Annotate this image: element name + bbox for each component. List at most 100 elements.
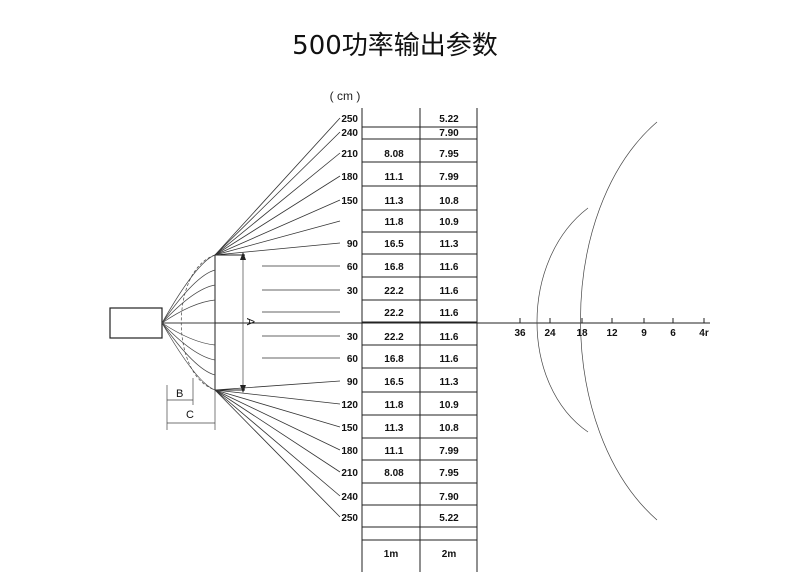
angle-label: 150 — [341, 423, 358, 434]
unit-label: ( cm ) — [330, 89, 361, 103]
angle-label: 120 — [341, 400, 358, 411]
beam-ray — [214, 389, 341, 428]
range-2m-value: 11.6 — [440, 354, 459, 365]
angle-label: 60 — [347, 262, 359, 273]
dim-b-label: B — [176, 388, 183, 400]
range-2m-value: 7.95 — [439, 468, 459, 479]
range-1m-value: 11.3 — [385, 196, 404, 207]
beam-ray — [214, 152, 341, 256]
angle-label: 90 — [347, 239, 359, 250]
range-1m-value: 8.08 — [384, 468, 404, 479]
range-2m-value: 10.9 — [439, 217, 459, 228]
table-row: 180 11.1 7.99 — [341, 446, 477, 461]
axis-tick-label: 12 — [606, 328, 618, 339]
range-2m-value: 7.90 — [439, 128, 459, 139]
axis-tick-label: 36 — [514, 328, 526, 339]
column-2m-label: 2m — [442, 549, 457, 560]
table-row: 240 7.90 — [341, 492, 477, 506]
beam-ray — [214, 389, 341, 405]
range-2m-value: 11.6 — [440, 332, 459, 343]
range-1m-value: 11.1 — [385, 446, 404, 457]
axis-tick-label: 9 — [641, 328, 647, 339]
range-2m-value: 10.8 — [439, 196, 459, 207]
fan-line — [161, 269, 216, 324]
angle-label: 90 — [347, 377, 359, 388]
beam-ray — [214, 131, 341, 256]
lens-curve — [181, 254, 216, 391]
fan-line — [161, 284, 216, 324]
axis-tick-label: 18 — [576, 328, 588, 339]
angle-label: 250 — [341, 513, 358, 524]
range-2m-value: 7.99 — [439, 446, 459, 457]
range-2m-value: 7.95 — [439, 149, 459, 160]
angle-label: 30 — [347, 286, 359, 297]
range-1m-value: 22.2 — [384, 308, 404, 319]
range-1m-value: 16.5 — [384, 239, 404, 250]
table-row: 11.8 10.9 — [362, 217, 477, 233]
dim-c-label: C — [186, 409, 194, 421]
range-1m-value: 16.8 — [384, 354, 404, 365]
range-2m-value: 11.6 — [440, 262, 459, 273]
range-1m-value: 11.1 — [385, 172, 404, 183]
detection-fan — [161, 254, 216, 391]
range-2m-value: 7.99 — [439, 172, 459, 183]
range-2m-value: 5.22 — [439, 513, 459, 524]
range-2m-value: 11.3 — [440, 239, 459, 250]
beam-ray — [214, 242, 341, 256]
axis-tick-label: 24 — [544, 328, 556, 339]
beam-ray — [214, 389, 341, 451]
dim-a-label: A — [244, 318, 256, 326]
angle-label: 210 — [341, 468, 358, 479]
range-arc-inner — [536, 207, 589, 433]
beam-rays — [214, 117, 341, 518]
table-row: 250 5.22 — [341, 513, 477, 528]
angle-label: 240 — [341, 128, 358, 139]
range-2m-value: 11.6 — [440, 286, 459, 297]
table-row: 240 7.90 — [341, 128, 477, 140]
range-2m-value: 11.3 — [440, 377, 459, 388]
beam-ray — [214, 117, 341, 256]
table-row: 180 11.1 7.99 — [341, 172, 477, 187]
beam-ray — [214, 389, 341, 497]
range-arc-outer — [580, 121, 658, 521]
range-2m-value: 11.6 — [440, 308, 459, 319]
angle-label: 250 — [341, 114, 358, 125]
range-1m-value: 11.8 — [385, 400, 404, 411]
range-2m-value: 10.8 — [439, 423, 459, 434]
fan-line — [161, 322, 216, 361]
table-row: 90 16.5 11.3 — [347, 377, 477, 393]
range-2m-value: 5.22 — [439, 114, 459, 125]
axis-tick-label: 4r — [699, 328, 709, 339]
beam-ray — [214, 389, 341, 473]
range-2m-value: 7.90 — [439, 492, 459, 503]
beam-ray — [214, 199, 341, 256]
beam-ray — [214, 175, 341, 256]
table-row: 90 16.5 11.3 — [347, 239, 477, 255]
beam-ray — [214, 389, 341, 518]
table-row: 60 16.8 11.6 — [347, 262, 477, 278]
table-row: 22.2 11.6 — [362, 308, 477, 323]
angle-label: 180 — [341, 446, 358, 457]
fan-line — [161, 299, 216, 324]
fan-line — [161, 254, 216, 324]
range-1m-value: 16.5 — [384, 377, 404, 388]
table-row: 250 5.22 — [341, 114, 477, 128]
range-1m-value: 22.2 — [384, 286, 404, 297]
range-1m-value: 8.08 — [384, 149, 404, 160]
table-row: 30 22.2 11.6 — [347, 286, 477, 301]
angle-label: 240 — [341, 492, 358, 503]
beam-ray — [214, 220, 341, 256]
angle-label: 180 — [341, 172, 358, 183]
range-1m-value: 11.8 — [385, 217, 404, 228]
angle-label: 30 — [347, 332, 359, 343]
range-1m-value: 16.8 — [384, 262, 404, 273]
range-1m-value: 22.2 — [384, 332, 404, 343]
angle-label: 60 — [347, 354, 359, 365]
page-title: 500功率输出参数 — [292, 31, 498, 61]
